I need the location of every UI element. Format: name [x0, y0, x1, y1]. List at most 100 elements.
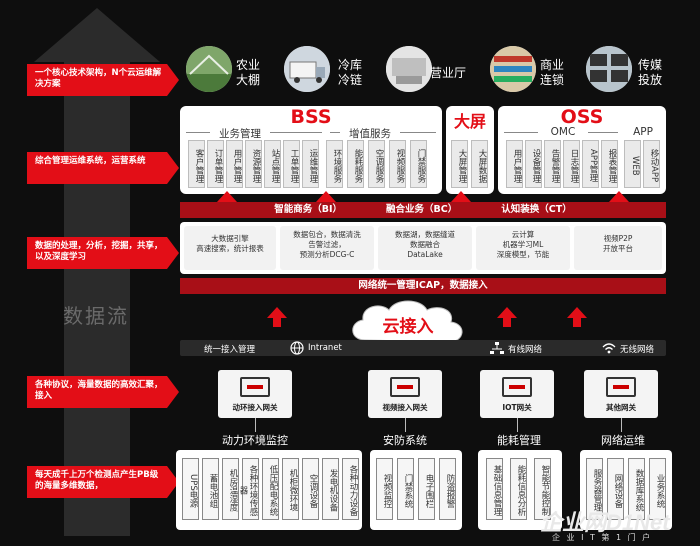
cold-chain-truck-photo-icon: [284, 46, 330, 92]
globe-icon: [290, 341, 304, 355]
big-screen-panel: 大屏 大屏管理 大屏数据: [446, 106, 494, 194]
big-screen-item: 大屏数据: [471, 140, 488, 188]
gateway-power-env: 动环接入网关: [218, 370, 292, 418]
app-item: WEB: [624, 140, 641, 188]
sensor-item: 视频监控: [376, 458, 393, 520]
power-env-sensor-panel: UPS电源 蓄电池组 机房温湿度 各种环境传感器 低压配电系统 机柜微环境 空调…: [176, 450, 362, 530]
sensor-item: 防盗报警: [439, 458, 456, 520]
gateway-device-icon: [240, 377, 270, 397]
scenario-retail: 商业 连锁: [490, 46, 580, 98]
bss-panel: BSS 业务管理 增值服务 客户管理 订单管理 用户管理 资源管理 站点管理 工…: [180, 106, 442, 194]
sensor-item: 服务器管理: [586, 458, 603, 520]
sensor-item: 低压配电系统: [262, 458, 279, 520]
bss-item: 运维管理: [302, 140, 319, 188]
up-arrow-icon: [316, 191, 336, 211]
watermark-subtitle: 企 业 I T 第 1 门 户: [552, 533, 653, 542]
processing-box: 数据湖，数据缝道 数据融合 DataLake: [378, 226, 472, 270]
up-arrow-icon: [497, 307, 517, 327]
value-item: 门禁服务: [410, 140, 427, 188]
bss-item: 工单管理: [283, 140, 300, 188]
gateway-iot: IOT网关: [480, 370, 554, 418]
up-arrow-icon: [217, 191, 237, 211]
security-sensor-panel: 视频监控 门禁系统 电子围栏 防盗报警: [370, 450, 462, 530]
intelligence-bar: 智能商务（BI） 融合业务（BC） 认知装换（CT）: [180, 202, 666, 218]
up-arrow-icon: [609, 191, 629, 211]
sensor-item: 基础信息管理: [486, 458, 503, 520]
processing-box: 大数据引擎 高速搜索，统计报表: [184, 226, 276, 270]
omc-item: APP管理: [582, 140, 599, 188]
wireless-network-label: 无线网络: [620, 345, 655, 355]
sensor-item: 门禁系统: [397, 458, 414, 520]
bi-label: 智能商务（BI）: [274, 204, 343, 215]
value-item: 空调服务: [368, 140, 385, 188]
annotation-massive-data: 每天成千上万个检测点产生PB级的海量多维数据，: [27, 466, 179, 498]
omc-item: 告警管理: [544, 140, 561, 188]
value-added-label: 增值服务: [349, 128, 391, 140]
annotation-processing: 数据的处理，分析，挖掘，共享，以及深度学习: [27, 237, 179, 269]
app-item: 移动APP: [643, 140, 660, 188]
sensor-group-title: 安防系统: [383, 434, 427, 447]
media-screens-photo-icon: [586, 46, 632, 92]
up-arrow-icon: [567, 307, 587, 327]
sensor-item: 数据库系统: [628, 458, 645, 520]
gateway-other: 其他网关: [584, 370, 658, 418]
big-screen-item: 大屏管理: [451, 140, 468, 188]
oss-title: OSS: [560, 106, 604, 128]
data-flow-label: 数据流: [63, 304, 129, 328]
up-arrow-icon: [267, 307, 287, 327]
omc-item: 用户管理: [506, 140, 523, 188]
sensor-group-title: 能耗管理: [497, 434, 541, 447]
sensor-item: 空调设备: [302, 458, 319, 520]
bss-item: 客户管理: [188, 140, 205, 188]
sensor-item: 发电机设备: [322, 458, 339, 520]
omc-item: 日志管理: [563, 140, 580, 188]
sensor-group-title: 网络运维: [601, 434, 645, 447]
scenario-media: 传媒 投放: [586, 46, 686, 98]
processing-box: 视频P2P 开放平台: [574, 226, 662, 270]
cloud-access-label: 云接入: [382, 317, 434, 337]
bss-item: 订单管理: [207, 140, 224, 188]
energy-sensor-panel: 基础信息管理 能耗信息分析 智能节能控制: [478, 450, 562, 530]
sensor-item: 智能节能控制: [534, 458, 551, 520]
business-management-label: 业务管理: [219, 128, 261, 140]
processing-box: 云计算 机器学习ML 深度模型，节能: [476, 226, 570, 270]
omc-label: OMC: [550, 126, 576, 138]
bss-item: 资源管理: [245, 140, 262, 188]
bss-title: BSS: [290, 106, 332, 128]
gateway-device-icon: [502, 377, 532, 397]
sensor-item: 机柜微环境: [282, 458, 299, 520]
sensor-item: 电子围栏: [418, 458, 435, 520]
scenario-cold-chain: 冷库 冷链: [284, 46, 374, 98]
business-hall-photo-icon: [386, 46, 432, 92]
bss-item: 用户管理: [226, 140, 243, 188]
retail-chain-photo-icon: [490, 46, 536, 92]
wifi-icon: [602, 343, 616, 354]
sensor-item: 蓄电池组: [202, 458, 219, 520]
annotation-operations: 综合管理运维系统，运营系统: [27, 152, 179, 184]
gateway-video: 视频接入网关: [368, 370, 442, 418]
wired-network-label: 有线网络: [508, 345, 543, 355]
value-item: 能耗服务: [347, 140, 364, 188]
sensor-item: 业务系统: [649, 458, 666, 520]
bss-item: 站点管理: [264, 140, 281, 188]
oss-panel: OSS OMC APP 用户管理 设备管理 告警管理 日志管理 APP管理 报表…: [498, 106, 666, 194]
annotation-protocols: 各种协议，海量数据的高效汇聚，接入: [27, 376, 179, 408]
up-arrow-icon: [451, 191, 471, 211]
scenario-agriculture: 农业 大棚: [186, 46, 276, 98]
sensor-item: 机房温湿度: [222, 458, 239, 520]
value-item: 环境服务: [326, 140, 343, 188]
bc-label: 融合业务（BC）: [386, 204, 458, 215]
network-bar: 网络统一管理ICAP，数据接入: [180, 278, 666, 294]
scenario-business-hall: 营业厅: [386, 46, 486, 98]
ct-label: 认知装换（CT）: [501, 204, 572, 215]
app-label: APP: [633, 126, 653, 138]
greenhouse-photo-icon: [186, 46, 232, 92]
annotation-architecture: 一个核心技术架构，N个云运维解决方案: [27, 64, 179, 96]
sensor-item: UPS电源: [182, 458, 199, 520]
network-ops-sensor-panel: 服务器管理 网络设备 数据库系统 业务系统: [580, 450, 672, 530]
gateway-device-icon: [606, 377, 636, 397]
processing-box: 数据包合，数据清洗 告警过滤， 预测分析DCG-C: [280, 226, 374, 270]
intranet-label: Intranet: [308, 343, 342, 353]
wired-network-icon: [490, 342, 504, 354]
omc-item: 报表管理: [601, 140, 618, 188]
